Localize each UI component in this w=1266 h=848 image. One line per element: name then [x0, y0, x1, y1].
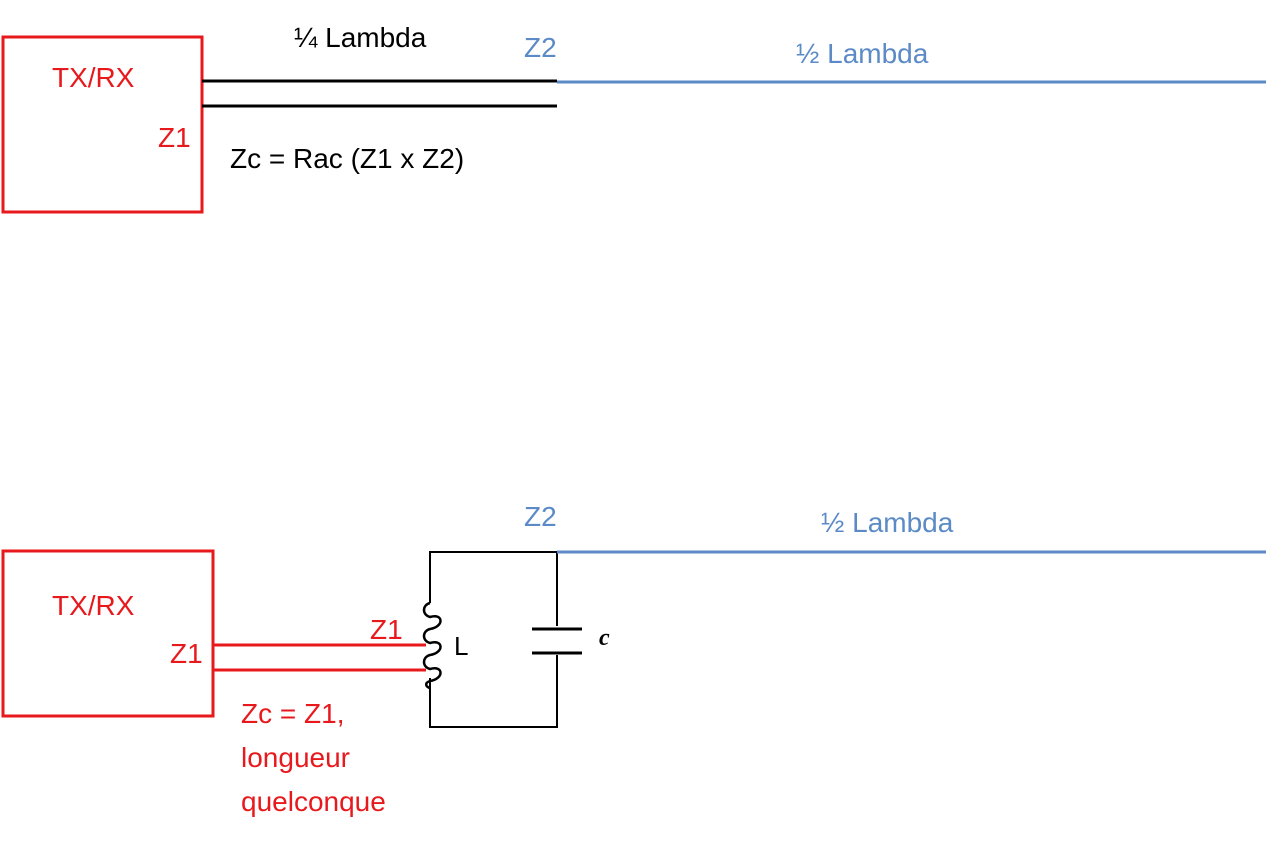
quarter-lambda-label: ¼ Lambda [294, 22, 427, 53]
note-line-2: longueur [241, 742, 350, 773]
tx-rx-label: TX/RX [52, 62, 135, 93]
bottom-lc-matching: TX/RX Z1 Z1 L C Z2 ½ Lambda Zc = Z1, lon… [1, 501, 1266, 817]
note-line-1: Zc = Z1, [241, 698, 344, 729]
tank-circuit-wiring [429, 551, 558, 728]
capacitor-label: C [599, 625, 610, 651]
formula-label: Zc = Rac (Z1 x Z2) [230, 143, 464, 174]
z1-box-label: Z1 [170, 638, 203, 669]
top-quarter-wave-transformer: TX/RX Z1 ¼ Lambda Z2 ½ Lambda Zc = Rac (… [1, 22, 1266, 214]
inductor-coil [422, 601, 442, 690]
z1-label: Z1 [158, 122, 191, 153]
note-line-3: quelconque [241, 786, 386, 817]
z2-label: Z2 [524, 501, 557, 532]
inductor-label: L [454, 631, 468, 661]
tx-rx-label: TX/RX [52, 590, 135, 621]
half-lambda-label: ½ Lambda [796, 38, 929, 69]
z2-label: Z2 [524, 32, 557, 63]
z1-coil-label: Z1 [370, 614, 403, 645]
tx-rx-box [1, 549, 215, 718]
half-lambda-label: ½ Lambda [821, 507, 954, 538]
tx-rx-box [1, 35, 204, 214]
